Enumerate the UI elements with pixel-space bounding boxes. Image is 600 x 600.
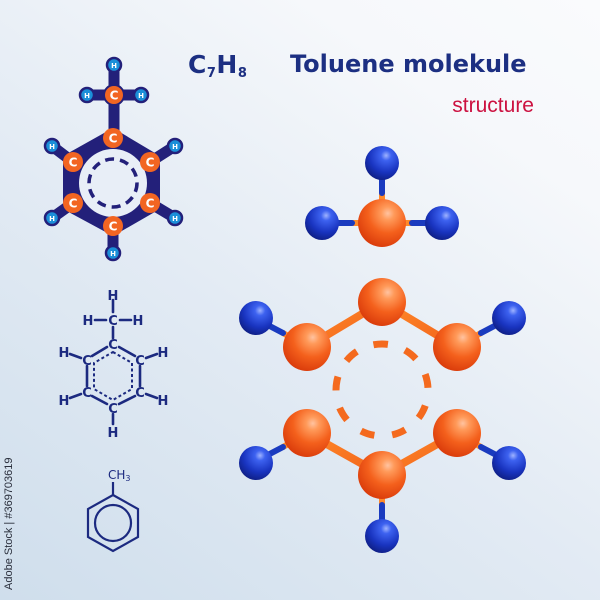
svg-text:H: H bbox=[110, 250, 116, 258]
svg-text:C: C bbox=[69, 197, 78, 211]
structural-formula: H H C H C C C C C C H H H H H bbox=[59, 289, 169, 441]
structural-carbon: C bbox=[135, 386, 145, 401]
flat-hydrogen-atom: H bbox=[104, 244, 122, 262]
flat-hydrogen-atom: H bbox=[43, 209, 61, 227]
flat-carbon-atom: C bbox=[140, 152, 160, 172]
hydrogen-atoms bbox=[239, 146, 526, 553]
stock-watermark: Adobe Stock | #369703619 bbox=[3, 457, 15, 590]
structural-bonds bbox=[68, 298, 159, 426]
carbon-atom bbox=[433, 409, 481, 457]
structural-hydrogen: H bbox=[158, 394, 169, 409]
flat-carbon-atom: C bbox=[103, 128, 123, 148]
hydrogen-atom bbox=[365, 146, 399, 180]
flat-hydrogens: H H H H H H H H bbox=[43, 56, 184, 262]
hydrogen-atom bbox=[239, 301, 273, 335]
structural-carbon: C bbox=[135, 354, 145, 369]
flat-carbons: C C C C C C C bbox=[63, 84, 160, 236]
flat-hydrogen-atom: H bbox=[132, 86, 150, 104]
svg-text:C: C bbox=[69, 156, 78, 170]
aromatic-dashed-ring bbox=[332, 340, 432, 440]
carbon-atom bbox=[358, 199, 406, 247]
svg-text:C: C bbox=[110, 89, 119, 103]
structural-hydrogen: H bbox=[133, 314, 144, 329]
structural-aromatic-ring bbox=[93, 350, 133, 402]
svg-text:H: H bbox=[138, 92, 144, 100]
hydrogen-atom bbox=[492, 301, 526, 335]
hydrogen-atom bbox=[365, 519, 399, 553]
structural-hydrogen: H bbox=[59, 394, 70, 409]
formula-hydrogen: H bbox=[216, 50, 238, 79]
subtitle: structure bbox=[452, 94, 534, 117]
svg-text:H: H bbox=[111, 62, 117, 70]
structural-hydrogen: H bbox=[59, 346, 70, 361]
flat-hydrogen-atom: H bbox=[78, 86, 96, 104]
flat-hydrogen-atom: H bbox=[105, 56, 123, 74]
skeletal-substituent: CH3 bbox=[108, 468, 131, 483]
carbon-atom bbox=[283, 323, 331, 371]
svg-text:C: C bbox=[109, 132, 118, 146]
carbon-atoms bbox=[283, 199, 481, 499]
svg-text:H: H bbox=[172, 143, 178, 151]
formula-carbon: C bbox=[188, 50, 207, 79]
structural-carbon: C bbox=[108, 338, 118, 353]
ball-stick-model bbox=[239, 146, 526, 553]
structural-carbon: C bbox=[82, 354, 92, 369]
flat-model: C C C C C C C H H H H H H H H bbox=[43, 56, 184, 262]
flat-aromatic-ring bbox=[87, 157, 139, 209]
svg-text:H: H bbox=[84, 92, 90, 100]
hydrogen-atom bbox=[492, 446, 526, 480]
svg-text:C: C bbox=[109, 220, 118, 234]
svg-text:H: H bbox=[49, 215, 55, 223]
flat-hydrogen-atom: H bbox=[43, 137, 61, 155]
molecular-formula: C7H8 bbox=[188, 50, 247, 81]
skeletal-aromatic-circle bbox=[93, 503, 133, 543]
hydrogen-atom bbox=[239, 446, 273, 480]
structural-labels: H H C H C C C C C C H H H H H bbox=[59, 289, 169, 441]
flat-carbon-atom: C bbox=[103, 84, 125, 106]
svg-text:H: H bbox=[49, 143, 55, 151]
structural-hydrogen: H bbox=[108, 426, 119, 441]
flat-carbon-atom: C bbox=[63, 152, 83, 172]
structural-hydrogen: H bbox=[108, 289, 119, 304]
svg-text:C: C bbox=[146, 156, 155, 170]
molecule-name: Toluene molekule bbox=[290, 50, 527, 78]
carbon-atom bbox=[283, 409, 331, 457]
flat-carbon-atom: C bbox=[63, 193, 83, 213]
formula-carbon-count: 7 bbox=[206, 66, 217, 81]
formula-hydrogen-count: 8 bbox=[237, 66, 248, 81]
structural-carbon: C bbox=[82, 386, 92, 401]
title-block: C7H8 Toluene molekule structure bbox=[0, 0, 600, 130]
flat-carbon-atom: C bbox=[103, 216, 123, 236]
carbon-atom bbox=[358, 278, 406, 326]
skeletal-formula: CH3 bbox=[86, 468, 140, 553]
flat-hydrogen-atom: H bbox=[166, 137, 184, 155]
hydrogen-atom bbox=[425, 206, 459, 240]
svg-text:H: H bbox=[172, 215, 178, 223]
carbon-atom bbox=[358, 451, 406, 499]
structural-hydrogen: H bbox=[83, 314, 94, 329]
hydrogen-atom bbox=[305, 206, 339, 240]
svg-text:C: C bbox=[146, 197, 155, 211]
flat-hydrogen-atom: H bbox=[166, 209, 184, 227]
flat-carbon-atom: C bbox=[140, 193, 160, 213]
skeletal-hexagon bbox=[86, 493, 140, 553]
structural-hydrogen: H bbox=[158, 346, 169, 361]
carbon-atom bbox=[433, 323, 481, 371]
structural-carbon: C bbox=[108, 314, 118, 329]
structural-carbon: C bbox=[108, 402, 118, 417]
